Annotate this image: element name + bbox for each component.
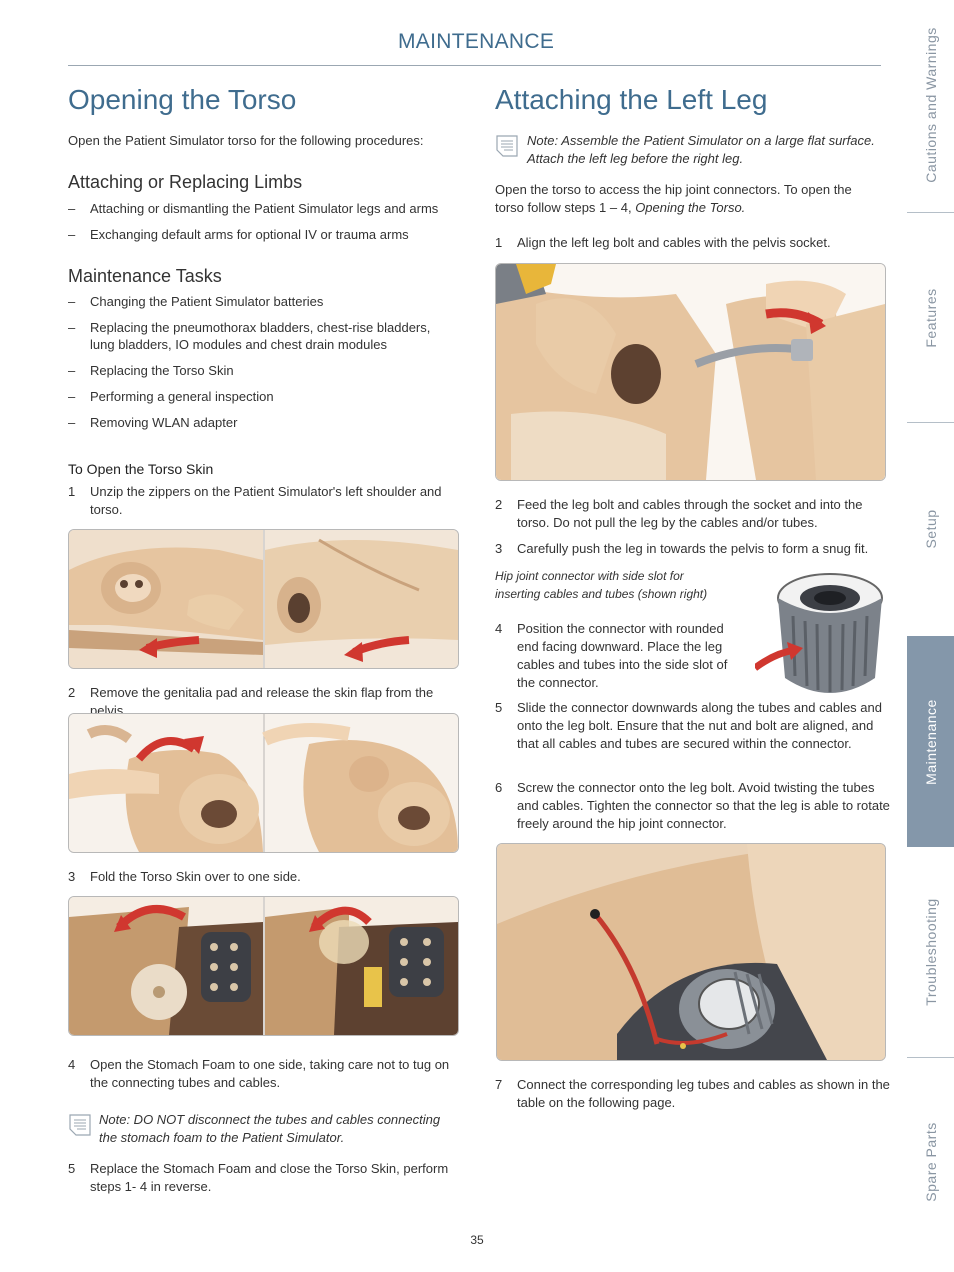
right-title: Attaching the Left Leg xyxy=(495,84,768,115)
tab-cautions-and-warnings[interactable]: Cautions and Warnings xyxy=(907,0,954,212)
step-item: 1 Unzip the zippers on the Patient Simul… xyxy=(68,483,453,519)
step-item: 4 Position the connector with rounded en… xyxy=(495,620,735,692)
subheading-tasks: Maintenance Tasks xyxy=(68,266,222,286)
step-number: 2 xyxy=(68,685,76,700)
left-note: Note: DO NOT disconnect the tubes and ca… xyxy=(99,1112,441,1145)
step-number: 3 xyxy=(495,541,503,556)
step-text: Position the connector with rounded end … xyxy=(517,621,728,690)
step-text: Carefully push the leg in towards the pe… xyxy=(517,541,869,556)
step-text: Slide the connector downwards along the … xyxy=(517,700,882,751)
tab-divider xyxy=(907,212,954,213)
step-item: 2 Feed the leg bolt and cables through t… xyxy=(495,496,885,532)
step-text: Unzip the zippers on the Patient Simulat… xyxy=(90,484,442,517)
note-icon xyxy=(69,1114,91,1136)
list-item: Exchanging default arms for optional IV … xyxy=(68,226,453,243)
tasks-list: Changing the Patient Simulator batteries… xyxy=(68,293,458,440)
left-title: Opening the Torso xyxy=(68,84,297,115)
list-item: Performing a general inspection xyxy=(68,388,458,405)
tab-label: Features xyxy=(922,287,939,348)
fold-torso-skin-illustration xyxy=(68,896,459,1036)
step-item: 4 Open the Stomach Foam to one side, tak… xyxy=(68,1056,460,1092)
genitalia-pad-illustration xyxy=(68,713,459,853)
connector-on-leg-illustration xyxy=(496,843,886,1061)
note-icon xyxy=(496,135,518,157)
left-intro: Open the Patient Simulator torso for the… xyxy=(68,133,424,148)
right-note: Note: Assemble the Patient Simulator on … xyxy=(527,133,875,166)
unzip-illustration xyxy=(68,529,459,669)
step-number: 4 xyxy=(68,1057,76,1072)
connector-caption: Hip joint connector with side slot for i… xyxy=(495,569,708,601)
step-number: 7 xyxy=(495,1077,503,1092)
step-item: 7 Connect the corresponding leg tubes an… xyxy=(495,1076,890,1112)
tab-divider xyxy=(907,422,954,423)
subheading-limbs: Attaching or Replacing Limbs xyxy=(68,172,303,192)
limbs-list: Attaching or dismantling the Patient Sim… xyxy=(68,200,453,252)
step-number: 1 xyxy=(68,484,76,499)
step-text: Fold the Torso Skin over to one side. xyxy=(90,869,301,884)
list-item: Changing the Patient Simulator batteries xyxy=(68,293,458,310)
tab-divider xyxy=(907,1057,954,1058)
step-number: 2 xyxy=(495,497,503,512)
step-number: 3 xyxy=(68,869,76,884)
list-item: Replacing the Torso Skin xyxy=(68,362,458,379)
step-number: 6 xyxy=(495,780,503,795)
tab-label: Cautions and Warnings xyxy=(922,27,939,183)
step-number: 5 xyxy=(495,700,503,715)
list-item: Removing WLAN adapter xyxy=(68,414,458,431)
tab-label: Setup xyxy=(922,509,939,549)
step-text: Replace the Stomach Foam and close the T… xyxy=(90,1161,449,1194)
section-title: MAINTENANCE xyxy=(398,30,555,53)
step-item: 3 Fold the Torso Skin over to one side. xyxy=(68,868,460,886)
subheading-open-skin: To Open the Torso Skin xyxy=(68,461,214,477)
step-item: 1 Align the left leg bolt and cables wit… xyxy=(495,234,885,252)
page-number: 35 xyxy=(470,1233,484,1247)
step-item: 6 Screw the connector onto the leg bolt.… xyxy=(495,779,890,833)
step-text: Connect the corresponding leg tubes and … xyxy=(517,1077,890,1110)
tab-maintenance[interactable]: Maintenance xyxy=(907,636,954,847)
list-item: Replacing the pneumothorax bladders, che… xyxy=(68,319,458,353)
list-item: Attaching or dismantling the Patient Sim… xyxy=(68,200,453,217)
step-item: 5 Slide the connector downwards along th… xyxy=(495,699,885,753)
tab-label: Spare Parts xyxy=(922,1122,939,1202)
tab-setup[interactable]: Setup xyxy=(907,423,954,635)
tab-troubleshooting[interactable]: Troubleshooting xyxy=(907,847,954,1057)
step-text: Align the left leg bolt and cables with … xyxy=(517,235,831,250)
right-intro: Open the torso to access the hip joint c… xyxy=(495,181,875,217)
right-intro-reference: Opening the Torso. xyxy=(635,200,746,215)
header-rule xyxy=(68,65,881,66)
step-number: 1 xyxy=(495,235,503,250)
step-text: Open the Stomach Foam to one side, takin… xyxy=(90,1057,450,1090)
step-text: Feed the leg bolt and cables through the… xyxy=(517,497,863,530)
tab-label: Maintenance xyxy=(922,698,939,785)
tab-label: Troubleshooting xyxy=(922,898,939,1006)
right-intro-main: Open the torso to access the hip joint c… xyxy=(495,182,852,215)
hip-connector-illustration xyxy=(752,568,885,708)
step-number: 5 xyxy=(68,1161,76,1176)
step-number: 4 xyxy=(495,621,503,636)
tab-features[interactable]: Features xyxy=(907,213,954,422)
align-leg-illustration xyxy=(495,263,886,481)
step-item: 3 Carefully push the leg in towards the … xyxy=(495,540,885,558)
step-text: Screw the connector onto the leg bolt. A… xyxy=(517,780,890,831)
step-item: 5 Replace the Stomach Foam and close the… xyxy=(68,1160,460,1196)
